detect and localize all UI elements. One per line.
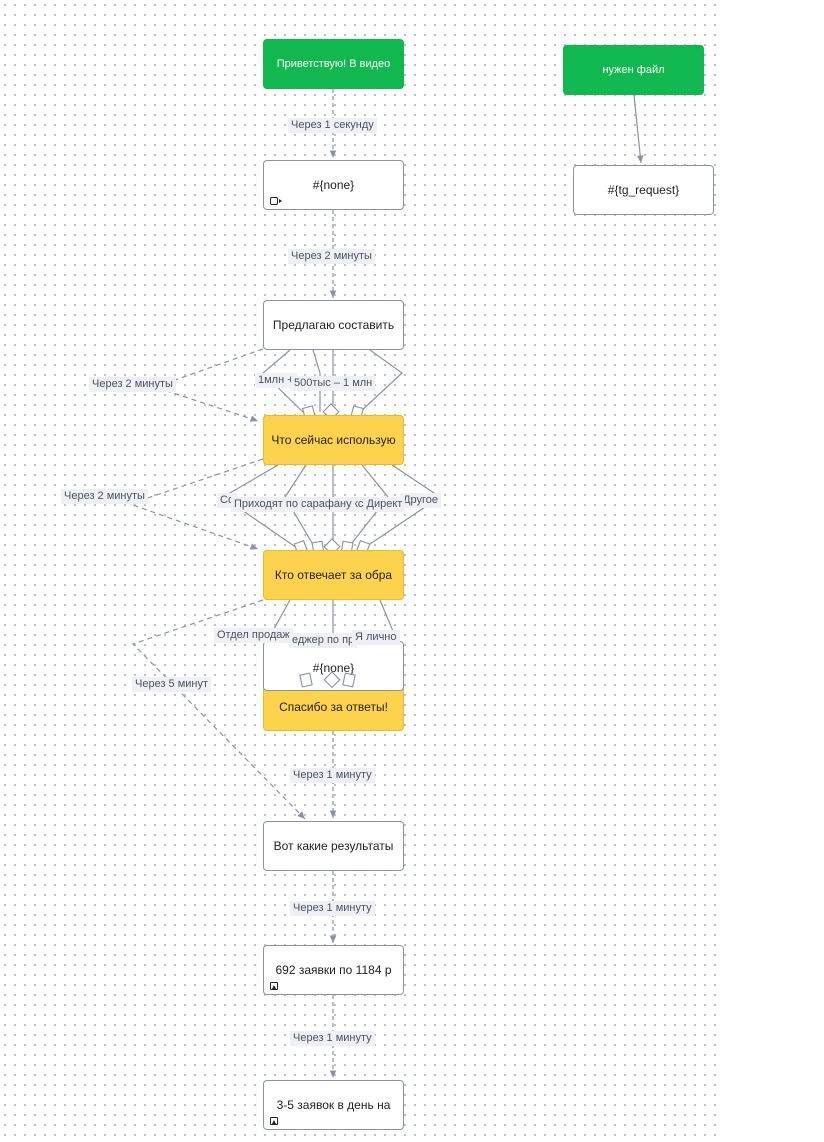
timeout-resp [131, 599, 306, 820]
node-label: #{tg_request} [607, 183, 680, 197]
node-label: Предлагаю составить [272, 318, 395, 332]
node-results[interactable]: Вот какие результаты [263, 821, 404, 871]
edge-label-delay: Через 1 секунду [288, 118, 377, 133]
node-offer[interactable]: Предлагаю составить [263, 300, 404, 350]
edge-label-delay: Через 2 минуты [89, 377, 176, 392]
video-icon [270, 197, 282, 205]
branch-label: Я лично [352, 630, 400, 645]
branch-label: Отдел продаж [214, 628, 293, 643]
node-leads-per-day[interactable]: 3-5 заявок в день на [263, 1080, 404, 1130]
image-icon [270, 982, 278, 990]
node-label: Кто отвечает за обра [274, 568, 393, 582]
edge-label-delay: Через 1 минуту [290, 1031, 375, 1046]
node-label: нужен файл [602, 64, 665, 76]
node-label: Приветствую! В видео [276, 58, 391, 70]
edge-label-delay: Через 5 минут [132, 677, 212, 692]
branch-label: Приходят по сарафану [231, 497, 355, 512]
canvas-edge [724, 0, 824, 1142]
node-label: #{none} [312, 661, 355, 675]
image-icon [270, 1117, 278, 1125]
node-file-needed[interactable]: нужен файл [563, 45, 704, 95]
node-label: Вот какие результаты [273, 839, 394, 853]
node-label: 692 заявки по 1184 р [275, 963, 392, 977]
branch-offer-2 [312, 349, 321, 412]
branch-label: кс Директ [350, 497, 406, 512]
edge-label-delay: Через 1 минуту [290, 901, 375, 916]
branch-label: Другое [400, 493, 441, 508]
edge-label-delay: Через 2 минуты [288, 249, 375, 264]
node-label: 3-5 заявок в день на [276, 1098, 391, 1112]
node-greeting[interactable]: Приветствую! В видео [263, 39, 404, 89]
branch-label: 500тыс – 1 млн [291, 376, 376, 391]
node-video-1[interactable]: #{none} [263, 160, 404, 210]
edge-file-tg [633, 94, 644, 164]
timeout-offer [153, 348, 264, 422]
edge-label-delay: Через 1 минуту [290, 768, 375, 783]
branch-label: 1млн + [255, 373, 297, 388]
node-label: Что сейчас использую [271, 433, 396, 447]
node-tg-request[interactable]: #{tg_request} [573, 165, 714, 215]
node-current-tools[interactable]: Что сейчас использую [263, 415, 404, 465]
branch-label: еджер по пр [289, 633, 358, 648]
node-video-2[interactable]: #{none} [263, 641, 404, 691]
node-label: #{none} [312, 178, 355, 192]
branch-offer-4 [359, 349, 403, 413]
timeout-tools [128, 458, 264, 550]
edge-label-delay: Через 2 минуты [61, 489, 148, 504]
node-leads-692[interactable]: 692 заявки по 1184 р [263, 945, 404, 995]
node-responsible[interactable]: Кто отвечает за обра [263, 550, 404, 600]
node-label: Спасибо за ответы! [279, 700, 388, 714]
